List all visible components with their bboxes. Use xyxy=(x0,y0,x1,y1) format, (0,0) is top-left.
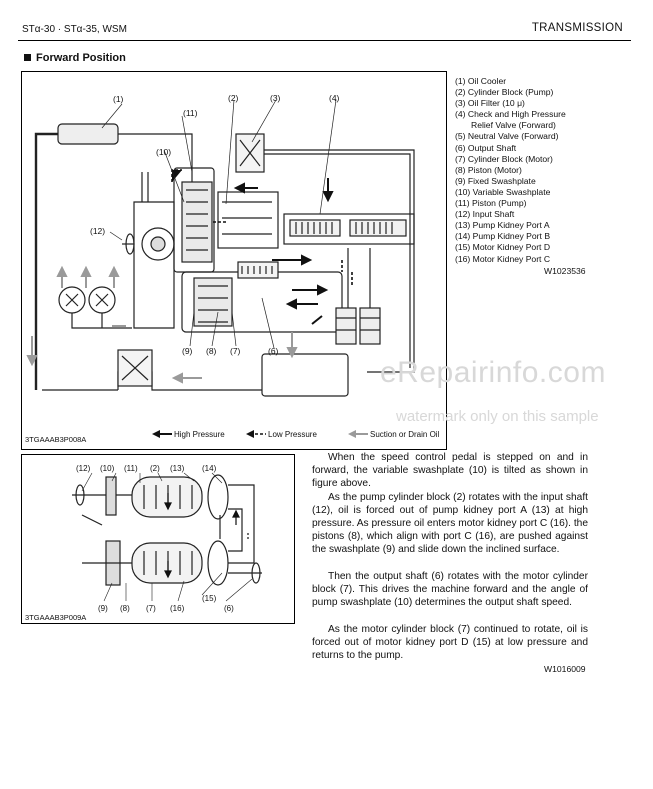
callout-14: (14) xyxy=(202,464,217,473)
callout-8: (8) xyxy=(120,604,130,613)
callout-9: (9) xyxy=(98,604,108,613)
section-title: Forward Position xyxy=(24,52,126,64)
circuit-diagram-drawing: (1) (2) (3) (4) (10) (11) (12) (9) (8) (… xyxy=(25,93,440,444)
figure2-code: 3TGAAAB3P009A xyxy=(25,613,86,622)
callout-10: (10) xyxy=(100,464,115,473)
legend-item: (5) Neutral Valve (Forward) xyxy=(455,131,559,142)
legend-item: (2) Cylinder Block (Pump) xyxy=(455,87,554,98)
parts-legend: (1) Oil Cooler (2) Cylinder Block (Pump)… xyxy=(455,76,566,265)
legend-code: W1023536 xyxy=(544,266,586,276)
callout-7: (7) xyxy=(146,604,156,613)
legend-item: Relief Valve (Forward) xyxy=(471,120,556,131)
legend-item: (7) Cylinder Block (Motor) xyxy=(455,153,553,164)
callout-3: (3) xyxy=(270,93,281,103)
callout-6: (6) xyxy=(268,346,279,356)
legend-item: (15) Motor Kidney Port D xyxy=(455,242,551,253)
callout-2: (2) xyxy=(150,464,160,473)
callout-11: (11) xyxy=(124,464,138,473)
pump-motor-drawing: (12) (10) (11) (2) (13) (14) (15) (6) (9… xyxy=(25,464,262,622)
callout-10: (10) xyxy=(156,147,171,157)
callout-9: (9) xyxy=(182,346,193,356)
legend-item: (16) Motor Kidney Port C xyxy=(455,253,551,264)
callout-13: (13) xyxy=(170,464,185,473)
callout-7: (7) xyxy=(230,346,241,356)
callout-12: (12) xyxy=(90,226,105,236)
legend-item: (4) Check and High Pressure xyxy=(455,109,566,120)
legend-item: (11) Piston (Pump) xyxy=(455,198,527,209)
callout-6: (6) xyxy=(224,604,234,613)
pump-motor-diagram: (12) (10) (11) (2) (13) (14) (15) (6) (9… xyxy=(21,454,295,624)
circuit-diagram: (1) (2) (3) (4) (10) (11) (12) (9) (8) (… xyxy=(21,71,447,450)
square-bullet-icon xyxy=(24,54,31,61)
callout-4: (4) xyxy=(329,93,340,103)
key-high-label: High Pressure xyxy=(174,430,225,439)
header-model: STα-30 · STα-35, WSM xyxy=(22,24,127,35)
figure1-code: 3TGAAAB3P008A xyxy=(25,435,86,444)
header-section: TRANSMISSION xyxy=(531,22,623,34)
callout-11: (11) xyxy=(183,108,198,118)
body-paragraph-2: As the pump cylinder block (2) rotates w… xyxy=(312,492,588,556)
key-low-label: Low Pressure xyxy=(268,430,317,439)
body-paragraph-3: Then the output shaft (6) rotates with t… xyxy=(312,571,588,609)
callout-15: (15) xyxy=(202,594,217,603)
callout-16: (16) xyxy=(170,604,185,613)
legend-item: (9) Fixed Swashplate xyxy=(455,175,536,186)
watermark-main: eRepairinfo.com xyxy=(380,356,606,389)
paragraph-code: W1016009 xyxy=(544,664,586,674)
legend-item: (3) Oil Filter (10 μ) xyxy=(455,98,525,109)
legend-item: (6) Output Shaft xyxy=(455,142,517,153)
callout-1: (1) xyxy=(113,94,124,104)
key-suction-label: Suction or Drain Oil xyxy=(370,430,440,439)
callout-12: (12) xyxy=(76,464,91,473)
callout-8: (8) xyxy=(206,346,217,356)
legend-item: (8) Piston (Motor) xyxy=(455,164,522,175)
body-paragraph-1: When the speed control pedal is stepped … xyxy=(312,452,588,490)
watermark-sub: watermark only on this sample xyxy=(396,408,599,425)
legend-item: (10) Variable Swashplate xyxy=(455,186,551,197)
legend-item: (13) Pump Kidney Port A xyxy=(455,220,550,231)
legend-item: (14) Pump Kidney Port B xyxy=(455,231,551,242)
body-paragraph-4: As the motor cylinder block (7) continue… xyxy=(312,624,588,662)
header-rule xyxy=(18,40,631,41)
legend-item: (12) Input Shaft xyxy=(455,209,515,220)
legend-item: (1) Oil Cooler xyxy=(455,76,507,86)
callout-2: (2) xyxy=(228,93,239,103)
